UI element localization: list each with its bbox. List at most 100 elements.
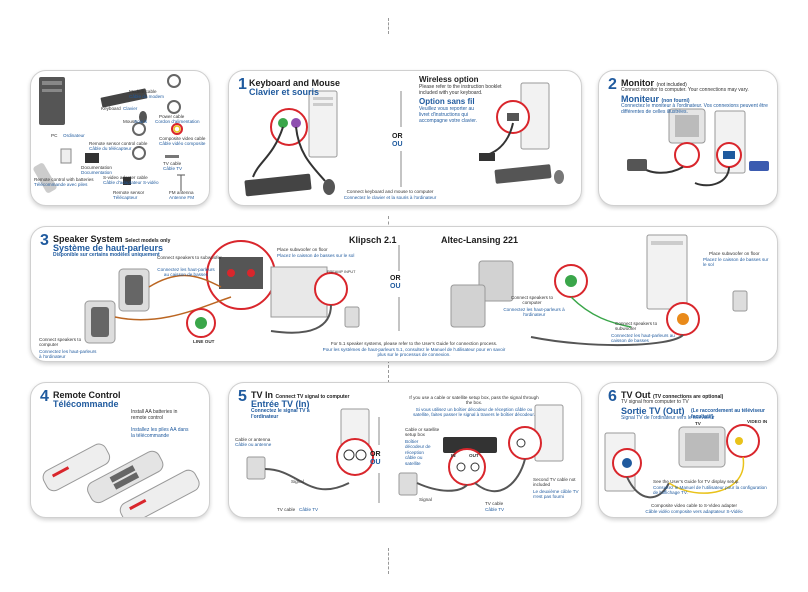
step-6-number: 6 [608, 388, 617, 405]
documentation-label-fr: Documentation [81, 170, 112, 175]
remote-sensor-cable-label-fr: Câble du télécapteur [89, 146, 132, 151]
panel-step-4: 4 Remote Control Télécommande Install AA… [30, 382, 210, 518]
step-1-title-fr: Clavier et souris [249, 87, 320, 97]
panel-box-contents: Modem cable Câble du modem Keyboard Clav… [30, 70, 210, 206]
remote-sensor-cable-label: Remote sensor control cable [89, 141, 148, 146]
step-6-title-text: TV Out [621, 390, 651, 400]
signal-label-2: Signal [419, 497, 432, 502]
out-label: OUT [469, 453, 479, 458]
composite-video-label: Composite video cable [159, 136, 206, 141]
remote-control-label: Remote control with batteries [34, 177, 94, 182]
preamp-label: PREAMP INPUT [327, 270, 356, 274]
step-6-subtitle: TV signal from computer to TV [621, 399, 689, 405]
step-6-guide-fr: Consultez le Manuel de l'utilisateur pou… [653, 485, 767, 496]
right-to-computer-label: Connect speakers to computer [510, 295, 554, 306]
setup-box-label: Cable or satellite setup box [405, 427, 440, 438]
pc-label: PC [51, 133, 58, 138]
step-5-number: 5 [238, 388, 247, 405]
cable-antenna-label-fr: Câble ou antenne [235, 442, 272, 447]
fm-antenna-label: FM antenna [169, 190, 194, 195]
step-3-or-fr: OU [390, 283, 401, 290]
step-6-caption: Composite video cable to S-Video adapter [651, 503, 737, 508]
modem-cable-label: Modem cable [129, 89, 157, 94]
video-in-label: VIDEO IN [747, 419, 768, 424]
fold-mark-bottom [388, 548, 389, 574]
keyboard-mouse-illustration [244, 82, 564, 197]
step-2-title: Monitor (not included) [621, 78, 687, 90]
brand-altec: Altec-Lansing 221 [441, 235, 519, 245]
step-6-title-note: (TV connections are optional) [653, 394, 724, 400]
step-6-subtitle-fr: Signal TV de l'ordinateur vers le télévi… [621, 415, 715, 421]
right-place-label: Place subwoofer on floor [709, 251, 760, 256]
step-2-text-fr: Connectez le moniteur à l'ordinateur. Vo… [621, 103, 768, 115]
step-5-title-text: TV In [251, 390, 273, 400]
remote-sensor-label: Remote sensor [113, 190, 145, 195]
step-3-title-note: Select models only [125, 238, 171, 244]
step-2-title-fr-text: Moniteur [621, 94, 659, 104]
step-2-number: 2 [608, 76, 617, 93]
step-1-or: OR [392, 133, 403, 140]
keyboard-label: Keyboard [101, 106, 121, 111]
step-5-or-fr: OU [370, 459, 381, 466]
step-4-title: Remote Control [53, 390, 121, 400]
setup-box-label-fr: Boîtier décodeur de réception câble ou s… [405, 439, 431, 466]
place-sub-label: Place subwoofer on floor [277, 247, 328, 252]
tv-cable-label-fr: Câble TV [163, 166, 183, 171]
step-2-title-note-fr: (non fourni) [661, 98, 690, 104]
remote-sensor-label-fr: Télécapteur [113, 195, 138, 200]
brand-klipsch: Klipsch 2.1 [349, 235, 397, 245]
remote-illustration [42, 443, 200, 517]
step-3-note-fr: Pour les systèmes de haut-parleurs 5.1, … [322, 347, 506, 358]
step-3-title-text: Speaker System [53, 234, 123, 244]
modem-cable-label-fr: Câble du modem [129, 94, 164, 99]
step-3-title: Speaker System Select models only [53, 234, 170, 246]
fold-mark-1 [388, 216, 389, 230]
svideo-adapter-label-fr: Câble d'adaptateur S-vidéo [103, 180, 159, 185]
box-contents-illustration [33, 74, 185, 193]
right-sub-label-fr: Connectez les haut-parleurs au caisson d… [611, 333, 675, 344]
step-6-guide: See the User's Guide for TV display setu… [653, 479, 740, 484]
svideo-adapter-label: S-video adapter cable [103, 175, 148, 180]
step-1-number: 1 [238, 76, 247, 93]
wireless-text: Please refer to the instruction booklet … [419, 84, 502, 96]
to-computer-label: Connect speakers to computer [39, 337, 82, 348]
right-place-label-fr: Placez le caisson de basses sur le sol [703, 257, 769, 268]
step-6-title-note-fr: (Le raccordement au téléviseur facultati… [691, 408, 765, 420]
power-cable-label-fr: Cordon d'alimentation [155, 119, 200, 124]
step-5-or: OR [370, 451, 381, 458]
if-box-text-fr: Si vous utilisez un boîtier décodeur de … [413, 407, 535, 418]
panel-step-1: 1 Keyboard and Mouse Clavier et souris O… [228, 70, 582, 206]
documentation-label: Documentation [81, 165, 112, 170]
line-out-label: LINE OUT [193, 339, 215, 344]
if-box-text: If you use a cable or satellite setup bo… [409, 395, 539, 406]
keyboard-label-fr: Clavier [123, 106, 138, 111]
step-3-note: For 5.1 speaker systems, please refer to… [330, 341, 498, 346]
step-1-or-fr: OU [392, 141, 403, 148]
step-3-or: OR [390, 275, 401, 282]
step-3-number: 3 [40, 232, 49, 249]
tv-cable-label-step5: TV cable [277, 507, 296, 512]
step-2-title-text: Monitor [621, 78, 654, 88]
panel-step-3: 3 Speaker System Select models only Syst… [30, 226, 778, 362]
sub-left-label-fr: Connectez les haut-parleurs au caisson d… [157, 267, 215, 278]
panel-step-6: 6 TV Out (TV connections are optional) T… [598, 382, 778, 518]
step-5-title-fr: Entrée TV (In) [251, 399, 310, 409]
tv-cable-label: TV cable [163, 161, 182, 166]
step-4-title-fr: Télécommande [53, 399, 119, 409]
step-5-title-note-fr: Connectez le signal TV à l'ordinateur [251, 408, 310, 420]
tv-in-illustration [246, 404, 564, 503]
step-3-title-fr: Système de haut-parleurs [53, 243, 164, 253]
composite-video-label-fr: Câble vidéo composite [159, 141, 206, 146]
fm-antenna-label-fr: Antenne FM [169, 195, 195, 200]
step-1-title: Keyboard and Mouse [249, 78, 341, 88]
second-cable-label: Second TV cable not included [533, 477, 576, 488]
mouse-label: Mouse [123, 119, 137, 124]
tv-out-illustration [604, 424, 760, 499]
cable-antenna-label: Cable or antenna [235, 437, 271, 442]
step-4-text-fr: Installez les piles AA dans la télécomma… [131, 427, 189, 439]
wireless-title: Wireless option [419, 75, 479, 84]
wireless-title-fr: Option sans fil [419, 97, 475, 106]
mouse-label-fr: Souris [134, 119, 148, 124]
in-label: IN [451, 453, 456, 458]
step-6-caption-fr: Câble vidéo composite vers adaptateur S-… [645, 509, 743, 514]
